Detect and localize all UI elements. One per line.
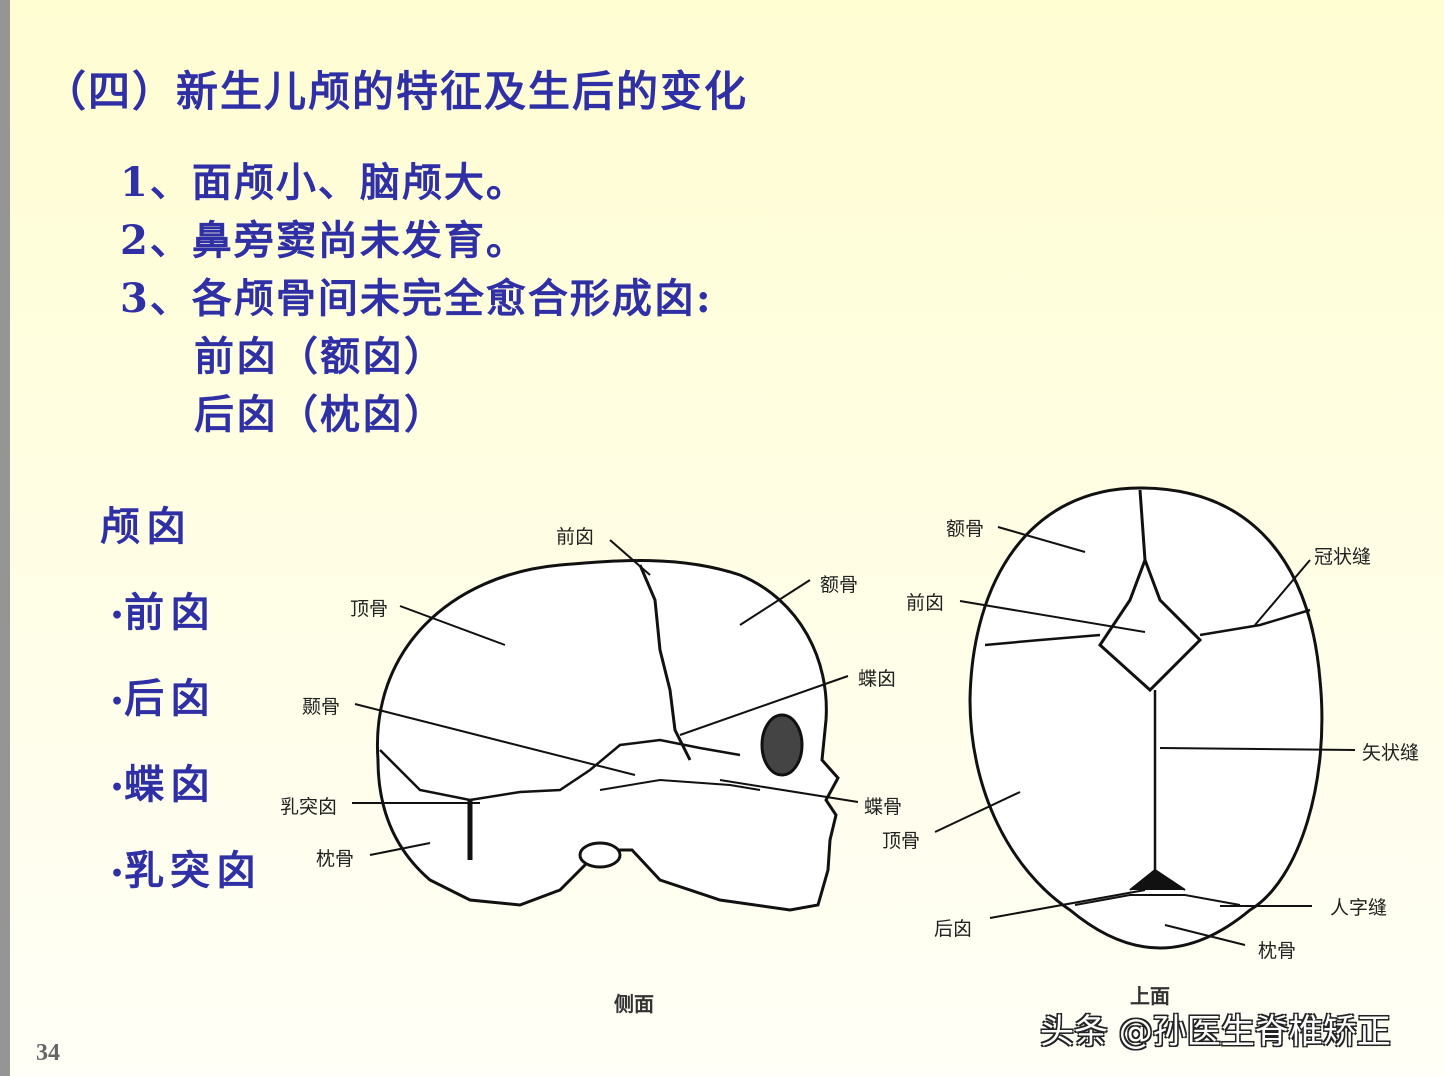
fontanelle-item: •蝶囟 — [110, 756, 262, 842]
label-occipital-superior: 枕骨 — [1258, 940, 1297, 962]
label-anterior-fontanelle-lateral: 前囟 — [556, 526, 595, 548]
fontanelle-label: 乳突囟 — [124, 847, 263, 894]
feature-list: 1、面颅小、脑颅大。 2、鼻旁窦尚未发育。 3、各颅骨间未完全愈合形成囟: 前囟… — [120, 154, 713, 444]
label-mastoid-fontanelle: 乳突囟 — [280, 796, 338, 818]
watermark: 头条 @孙医生脊椎矫正 — [1040, 1012, 1391, 1052]
lateral-skull-illustration — [375, 559, 840, 912]
fontanelle-heading: 颅囟 — [100, 503, 192, 550]
label-parietal-superior: 顶骨 — [882, 830, 921, 852]
bullet-icon: • — [110, 861, 125, 887]
caption-superior: 上面 — [1130, 984, 1170, 1008]
feature-point-1: 1、面颅小、脑颅大。 — [120, 159, 528, 206]
lateral-leader-lines — [352, 539, 859, 856]
fontanelle-label: 前囟 — [124, 589, 217, 636]
sub-point-posterior: 后囟（枕囟） — [194, 391, 446, 438]
superior-leader-lines — [934, 526, 1356, 946]
label-frontal-superior: 额骨 — [946, 518, 985, 540]
page-number: 34 — [36, 1040, 60, 1066]
fontanelle-item: •后囟 — [110, 670, 262, 756]
fontanelle-list: •前囟 •后囟 •蝶囟 •乳突囟 — [110, 584, 262, 928]
label-sphenoid-fontanelle: 蝶囟 — [858, 668, 897, 690]
fontanelle-item: •乳突囟 — [110, 842, 262, 928]
label-sphenoid: 蝶骨 — [864, 796, 903, 818]
label-lambdoid-suture: 人字缝 — [1330, 897, 1388, 919]
label-coronal-suture: 冠状缝 — [1314, 546, 1372, 568]
feature-point-3: 3、各颅骨间未完全愈合形成囟: — [120, 275, 713, 322]
label-posterior-fontanelle: 后囟 — [934, 918, 973, 940]
fontanelle-label: 蝶囟 — [124, 761, 217, 808]
label-anterior-fontanelle-superior: 前囟 — [906, 592, 945, 614]
label-sagittal-suture: 矢状缝 — [1362, 742, 1420, 764]
caption-lateral: 侧面 — [614, 992, 654, 1016]
label-parietal-lateral: 顶骨 — [350, 598, 389, 620]
bullet-icon: • — [110, 603, 125, 629]
label-frontal-lateral: 额骨 — [820, 574, 859, 596]
label-occipital-lateral: 枕骨 — [316, 848, 355, 870]
fontanelle-label: 后囟 — [124, 675, 217, 722]
bullet-icon: • — [110, 775, 125, 801]
left-edge-bar — [0, 0, 10, 1076]
fontanelle-item: •前囟 — [110, 584, 262, 670]
superior-skull-illustration — [968, 486, 1324, 950]
slide-title: （四）新生儿颅的特征及生后的变化 — [44, 67, 749, 116]
label-temporal: 颞骨 — [302, 696, 341, 718]
sub-point-anterior: 前囟（额囟） — [194, 333, 446, 380]
feature-point-2: 2、鼻旁窦尚未发育。 — [120, 217, 528, 264]
bullet-icon: • — [110, 689, 125, 715]
